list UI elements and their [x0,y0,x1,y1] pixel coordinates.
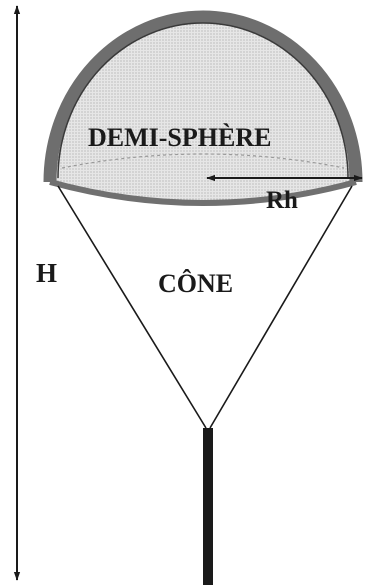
stem [203,428,213,585]
cone-label: CÔNE [158,269,233,298]
cone [57,185,353,429]
radius-label: Rh [266,187,298,214]
hemisphere-shell [43,10,363,183]
cone-left-edge [57,185,207,429]
height-dimension: H [13,5,57,581]
hemisphere [43,10,363,206]
hemisphere-base-rim [49,179,357,206]
height-label: H [36,258,57,288]
cone-right-edge [209,185,353,429]
hemisphere-fill [50,17,356,202]
hemisphere-label: DEMI-SPHÈRE [88,123,271,152]
radius-dimension: Rh [206,174,363,214]
hemisphere-inner-rim [57,22,349,179]
hemisphere-base-back [61,153,345,169]
